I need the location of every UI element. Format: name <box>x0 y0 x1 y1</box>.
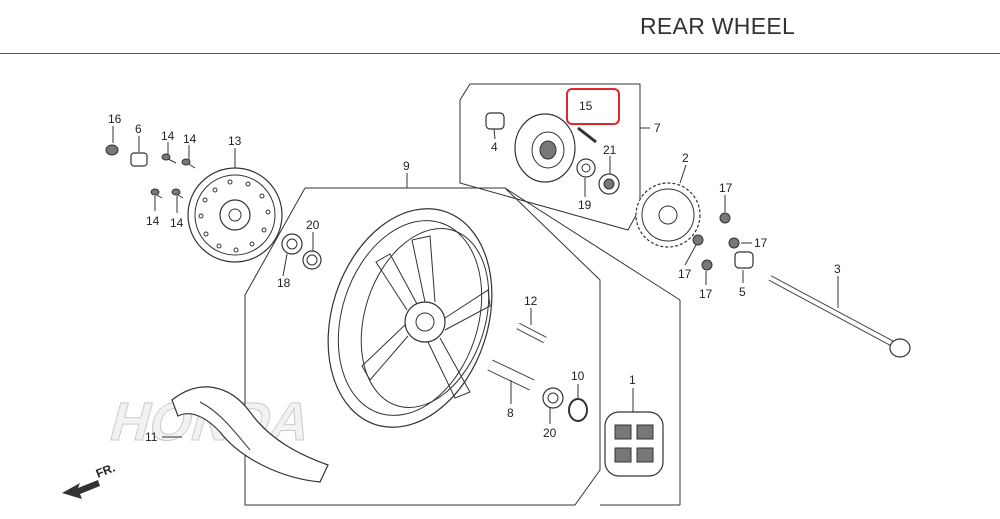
callout-20: 20 <box>543 426 557 440</box>
callout-6: 6 <box>135 122 142 136</box>
callout-8: 8 <box>507 406 514 420</box>
collar <box>130 152 148 167</box>
callout-7: 7 <box>654 121 661 135</box>
callout-17: 17 <box>719 181 733 195</box>
callout-9: 9 <box>403 159 410 173</box>
callout-12: 12 <box>524 294 538 308</box>
callout-19: 19 <box>578 198 592 212</box>
dust-seal-left <box>302 250 322 270</box>
callout-16: 16 <box>108 112 122 126</box>
callout-1: 1 <box>629 373 636 387</box>
rear-wheel-rim <box>327 208 493 428</box>
distance-collar-8 <box>487 359 535 391</box>
leader-lines <box>112 126 839 438</box>
final-driven-sprocket <box>635 182 701 248</box>
callout-13: 13 <box>228 134 242 148</box>
title-divider <box>0 53 1000 54</box>
seal-21 <box>598 173 620 195</box>
wheel-damper <box>604 411 664 477</box>
callout-17: 17 <box>699 287 713 301</box>
callout-3: 3 <box>834 262 841 276</box>
rear-axle <box>768 275 911 358</box>
hugger-guard <box>171 386 329 483</box>
distance-collar-4 <box>485 112 505 130</box>
callout-14: 14 <box>161 129 175 143</box>
callout-18: 18 <box>277 276 291 290</box>
callout-14: 14 <box>183 132 197 146</box>
callout-20: 20 <box>306 218 320 232</box>
sprocket-nuts <box>692 212 740 271</box>
callout-labels: 16 6 14 14 13 14 14 20 18 9 4 15 7 21 19… <box>108 99 841 444</box>
direction-label: FR. <box>94 461 117 481</box>
callout-15: 15 <box>579 99 593 113</box>
collar-5 <box>734 251 754 269</box>
callout-17: 17 <box>754 236 768 250</box>
callout-4: 4 <box>491 140 498 154</box>
callout-17: 17 <box>678 267 692 281</box>
wheel-assembly-boundary <box>244 187 681 506</box>
callout-14: 14 <box>170 216 184 230</box>
callout-11: 11 <box>145 430 158 444</box>
bearing-20-right <box>542 387 564 409</box>
stud-bolt <box>577 126 597 144</box>
callout-21: 21 <box>603 143 617 157</box>
highlight-box <box>566 88 620 125</box>
wheel-hub-flange <box>514 113 576 183</box>
brake-disc <box>187 167 283 263</box>
disc-bolts <box>150 153 196 199</box>
callout-14: 14 <box>146 214 160 228</box>
callout-2: 2 <box>682 151 689 165</box>
page-title: REAR WHEEL <box>640 13 796 39</box>
flange-nut <box>105 144 119 156</box>
bearing-left <box>281 233 303 255</box>
bolt-12 <box>516 322 547 344</box>
callout-10: 10 <box>571 369 585 383</box>
front-direction-arrow: FR. <box>62 461 117 499</box>
o-ring-10 <box>568 398 588 422</box>
callout-5: 5 <box>739 285 746 299</box>
bearing-19 <box>576 158 596 178</box>
